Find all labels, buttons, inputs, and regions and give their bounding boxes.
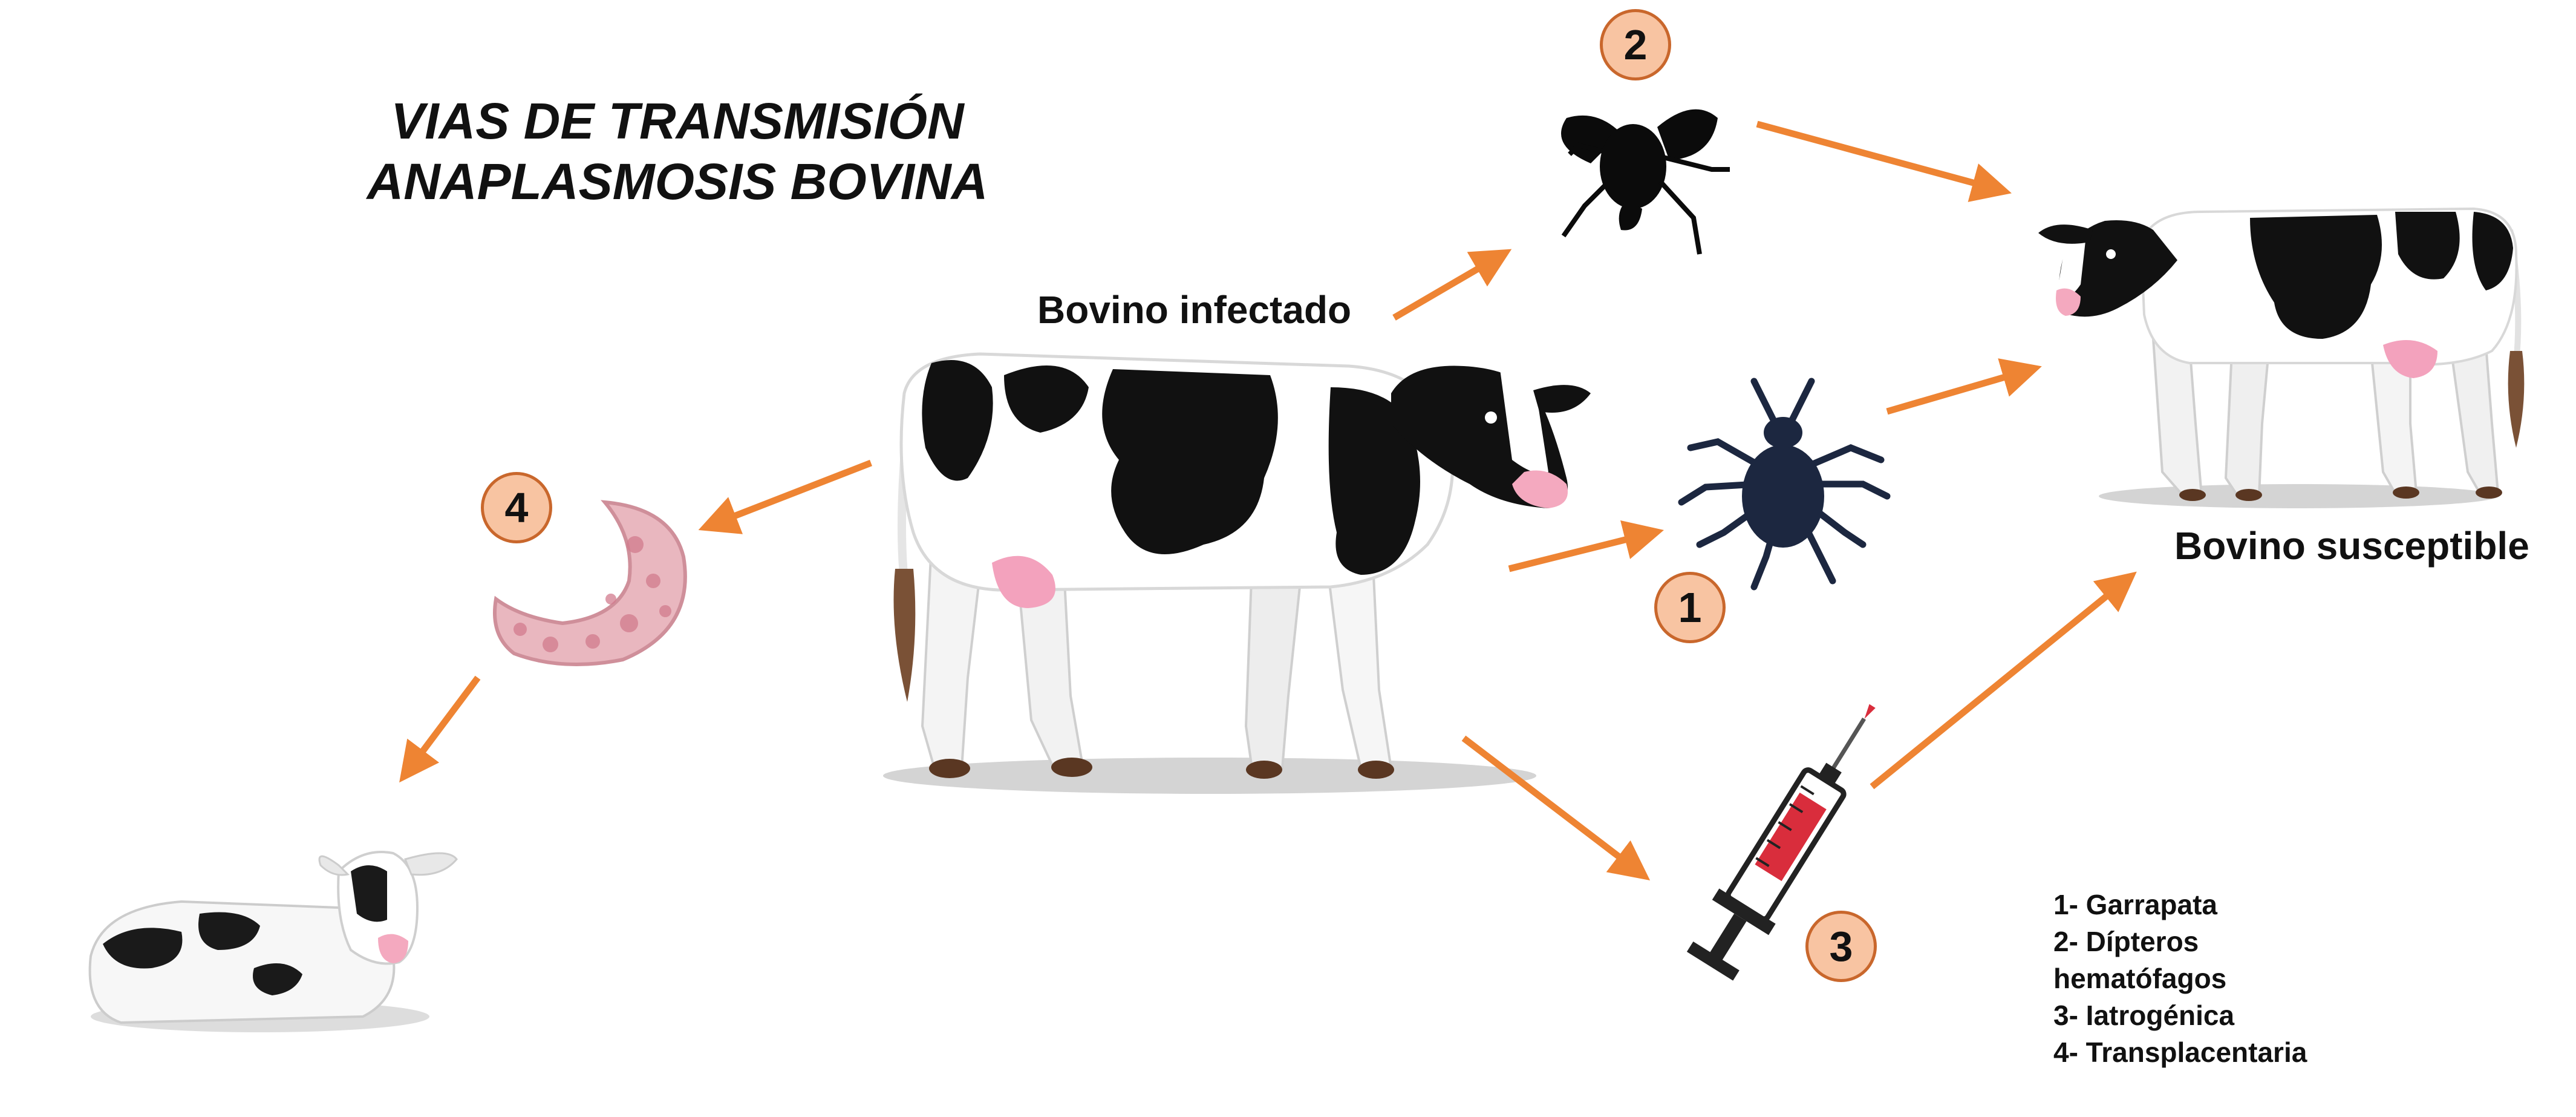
route-badge-4: 4 xyxy=(481,472,552,543)
diagram-title: VIAS DE TRANSMISIÓN ANAPLASMOSIS BOVINA xyxy=(327,91,1028,212)
arrow-syringe-to-susceptible xyxy=(1870,571,2137,790)
arrow-fly-to-susceptible xyxy=(1756,120,2012,202)
infected-cow-label: Bovino infectado xyxy=(1037,288,1352,332)
legend-item-1: 1- Garrapata xyxy=(2053,889,2218,920)
fly-icon xyxy=(1561,109,1730,255)
susceptible-cow-icon xyxy=(2038,207,2525,508)
calf-icon xyxy=(88,851,458,1032)
legend-item-2-cont: hematófagos xyxy=(2053,963,2227,994)
arrow-placenta-to-calf xyxy=(399,675,481,783)
legend: 1- Garrapata 2- Dípteros hematófagos 3- … xyxy=(2053,886,2307,1071)
infected-cow-icon xyxy=(883,352,1591,794)
tick-icon xyxy=(1678,378,1891,591)
syringe-icon xyxy=(1686,704,1876,981)
arrow-tick-to-susceptible xyxy=(1886,358,2042,415)
arrow-infected-to-syringe xyxy=(1461,735,1651,881)
legend-item-4: 4- Transplacentaria xyxy=(2053,1037,2307,1068)
title-line-1: VIAS DE TRANSMISIÓN xyxy=(391,93,964,149)
placenta-icon xyxy=(493,500,687,666)
arrow-infected-to-placenta xyxy=(698,459,872,534)
title-line-2: ANAPLASMOSIS BOVINA xyxy=(367,153,988,210)
susceptible-cow-label: Bovino susceptible xyxy=(2174,524,2529,568)
route-badge-1: 1 xyxy=(1654,572,1726,643)
legend-item-3: 3- Iatrogénica xyxy=(2053,1000,2235,1031)
arrow-infected-to-tick xyxy=(1508,520,1665,572)
route-badge-2: 2 xyxy=(1600,9,1671,80)
route-badge-3: 3 xyxy=(1805,911,1877,982)
arrow-infected-to-fly xyxy=(1392,249,1512,321)
legend-item-2: 2- Dípteros xyxy=(2053,926,2199,957)
